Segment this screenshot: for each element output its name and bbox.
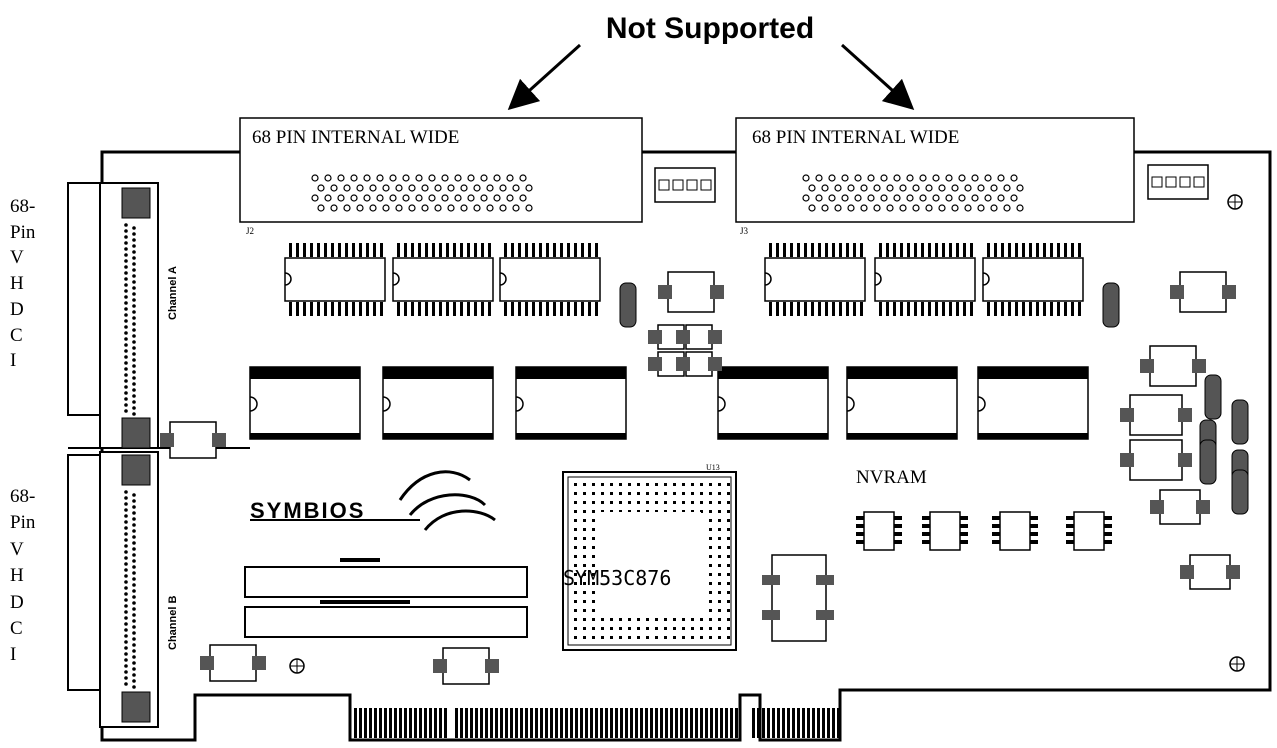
svg-text:SYMBIOS: SYMBIOS (250, 498, 365, 523)
svg-text:I: I (10, 644, 16, 665)
external-port-a-outline (67, 182, 100, 416)
svg-text:68-: 68- (10, 486, 35, 507)
svg-text:H: H (10, 273, 24, 294)
svg-text:68-: 68- (10, 196, 35, 217)
internal-connector-b: 68 PIN INTERNAL WIDE J3 (735, 117, 1135, 236)
upper-dip-chips (284, 243, 1084, 316)
symbios-logo: SYMBIOS (250, 470, 496, 531)
nvram-label: NVRAM (856, 467, 927, 488)
vhdci-connector-a: Channel A (99, 182, 179, 449)
callout-arrow-left (507, 43, 582, 111)
lower-wide-chips (249, 366, 1089, 440)
svg-text:J2: J2 (246, 226, 254, 236)
svg-text:Channel A: Channel A (167, 266, 179, 320)
callout-title: Not Supported (606, 12, 814, 45)
small-components (160, 164, 1249, 685)
svg-text:V: V (10, 539, 24, 560)
expansion-strips (244, 558, 528, 638)
callout-arrow-right (840, 43, 915, 111)
svg-text:I: I (10, 350, 16, 371)
pci-edge-connector (354, 708, 840, 738)
svg-text:Channel B: Channel B (167, 596, 179, 650)
svg-text:H: H (10, 565, 24, 586)
svg-text:Pin: Pin (10, 222, 36, 243)
svg-text:J3: J3 (740, 226, 749, 236)
internal-connector-a: 68 PIN INTERNAL WIDE J2 (239, 117, 643, 236)
external-port-a-label: 68- Pin V H D C I (10, 196, 36, 371)
external-port-b-outline (67, 454, 100, 691)
svg-text:D: D (10, 299, 24, 320)
svg-text:V: V (10, 247, 24, 268)
svg-text:Pin: Pin (10, 512, 36, 533)
vhdci-connector-b: Channel B (99, 451, 179, 728)
svg-text:U13: U13 (706, 463, 720, 472)
internal-connector-a-label: 68 PIN INTERNAL WIDE (252, 127, 459, 148)
external-port-b-label: 68- Pin V H D C I (10, 486, 36, 665)
svg-text:C: C (10, 618, 23, 639)
board-outline (100, 150, 1272, 742)
svg-text:C: C (10, 325, 23, 346)
controller-chip-label: SYM53C876 (563, 566, 671, 590)
internal-connector-b-label: 68 PIN INTERNAL WIDE (752, 127, 959, 148)
svg-text:D: D (10, 592, 24, 613)
controller-chip: SYM53C876 U13 (562, 463, 737, 651)
